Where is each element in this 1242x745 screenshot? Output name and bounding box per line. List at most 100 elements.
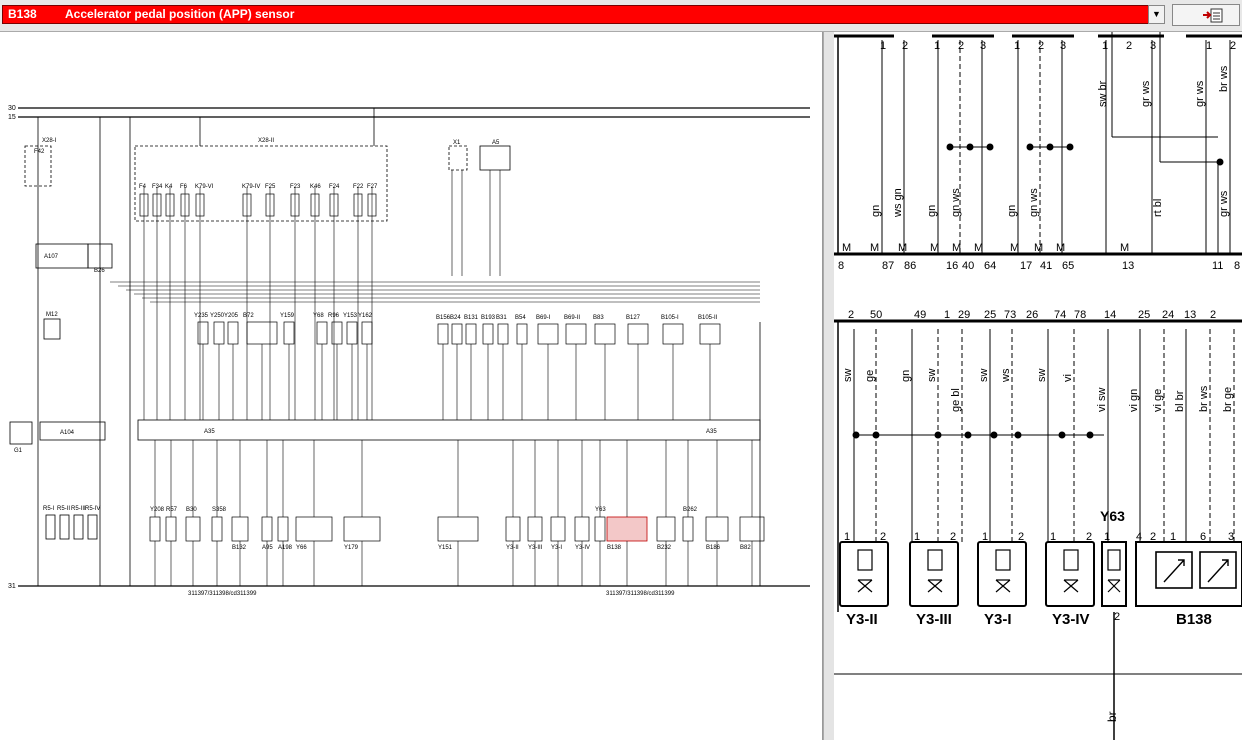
top-pin: 2 bbox=[902, 40, 908, 52]
pin-marker: M bbox=[974, 242, 983, 254]
top-pin: 3 bbox=[1150, 40, 1156, 52]
wire-color-label: gn ws bbox=[1028, 188, 1040, 217]
top-pin: 1 bbox=[880, 40, 886, 52]
junction-dot bbox=[872, 431, 880, 439]
valve-coil bbox=[927, 549, 943, 571]
bottom-pin: 8 bbox=[1234, 260, 1240, 272]
mid-pin: 1 bbox=[944, 309, 950, 321]
top-pin: 2 bbox=[1038, 40, 1044, 52]
wire-color-label: sw bbox=[978, 369, 990, 383]
mid-pin: 24 bbox=[1162, 309, 1174, 321]
component-box bbox=[550, 516, 566, 542]
mid-pin: 13 bbox=[1184, 309, 1196, 321]
comp-pin: 1 bbox=[1170, 531, 1176, 543]
component-box bbox=[346, 321, 358, 345]
fuse-box bbox=[310, 193, 320, 217]
component-name: Y3-I bbox=[984, 611, 1012, 628]
top-pin: 1 bbox=[934, 40, 940, 52]
wire-color-label: gr ws bbox=[1218, 190, 1230, 217]
component-label: Y205 bbox=[224, 313, 239, 319]
component-label: Y3-I bbox=[551, 545, 562, 551]
component-box bbox=[213, 321, 225, 345]
component-label: R57 bbox=[166, 507, 178, 513]
top-pin: 2 bbox=[958, 40, 964, 52]
component-box bbox=[516, 323, 528, 345]
component-label: Y250 bbox=[210, 313, 225, 319]
component-box bbox=[527, 516, 543, 542]
comp-pin: 2 bbox=[950, 531, 956, 543]
component-label: B30 bbox=[186, 507, 197, 513]
resistor-label: R5-III bbox=[71, 506, 86, 512]
top-pin: 3 bbox=[980, 40, 986, 52]
component-label: B69-II bbox=[564, 315, 580, 321]
chevron-down-icon: ▼ bbox=[1152, 9, 1161, 19]
component-title: Accelerator pedal position (APP) sensor bbox=[65, 7, 295, 21]
wire-color-label: gn bbox=[1006, 205, 1018, 217]
component-box bbox=[231, 516, 249, 542]
component-box bbox=[682, 516, 694, 542]
comp-pin: 1 bbox=[914, 531, 920, 543]
rail-label-15: 15 bbox=[8, 114, 16, 121]
wire-color-label: br ge bbox=[1222, 387, 1234, 412]
valve-icon bbox=[857, 579, 873, 593]
component-box bbox=[662, 323, 684, 345]
junction-dot bbox=[986, 143, 994, 151]
component-box bbox=[594, 516, 606, 542]
junction-dot bbox=[964, 431, 972, 439]
wire-color-label: ge bl bbox=[950, 388, 962, 412]
component-label: B105-I bbox=[661, 315, 679, 321]
fuse-box bbox=[180, 193, 190, 217]
fuse-box bbox=[353, 193, 363, 217]
valve-box bbox=[977, 541, 1027, 607]
rail-label-30: 30 bbox=[8, 105, 16, 112]
comp-pin: 2 bbox=[1018, 531, 1024, 543]
component-box bbox=[482, 323, 494, 345]
fuse-label: F6 bbox=[180, 184, 188, 190]
mid-pin: 49 bbox=[914, 309, 926, 321]
exit-button[interactable] bbox=[1172, 4, 1240, 26]
junction-dot bbox=[990, 431, 998, 439]
comp-pin: 6 bbox=[1200, 531, 1206, 543]
component-label: A95 bbox=[262, 545, 273, 551]
mid-pin: 2 bbox=[848, 309, 854, 321]
wire-color-label: gn ws bbox=[950, 188, 962, 217]
pin-marker: M bbox=[898, 242, 907, 254]
component-label: S358 bbox=[212, 507, 227, 513]
bottom-pin: 41 bbox=[1040, 260, 1052, 272]
component-label: B131 bbox=[464, 315, 479, 321]
junction-dot bbox=[1086, 431, 1094, 439]
component-name: Y3-II bbox=[846, 611, 878, 628]
sensor-arrow bbox=[1163, 559, 1185, 583]
label-b26: B26 bbox=[94, 268, 105, 274]
mid-pin: 29 bbox=[958, 309, 970, 321]
component-box bbox=[295, 516, 333, 542]
pin-marker: M bbox=[1120, 242, 1129, 254]
junction-dot bbox=[1014, 431, 1022, 439]
wire-color-label: vi ge bbox=[1152, 389, 1164, 412]
component-label: Y159 bbox=[280, 313, 295, 319]
fuse-label: K79-VI bbox=[195, 184, 214, 190]
overview-diagram[interactable]: 30 15 31 311397/311398/cd311399 311397/3… bbox=[0, 32, 823, 740]
valve-icon bbox=[1063, 579, 1079, 593]
label-a5: A5 bbox=[492, 140, 500, 146]
mid-pin: 50 bbox=[870, 309, 882, 321]
wire-color-label: bl br bbox=[1174, 390, 1186, 412]
component-label: B132 bbox=[232, 545, 247, 551]
component-box bbox=[316, 321, 328, 345]
junction-dot bbox=[1046, 143, 1054, 151]
component-box bbox=[227, 321, 239, 345]
fuse-box bbox=[367, 193, 377, 217]
component-label: Y151 bbox=[438, 545, 453, 551]
comp-pin: 3 bbox=[1228, 531, 1234, 543]
dropdown-button[interactable]: ▼ bbox=[1148, 5, 1165, 24]
component-label: A198 bbox=[278, 545, 293, 551]
fuse-box bbox=[329, 193, 339, 217]
component-box bbox=[574, 516, 590, 542]
valve-icon bbox=[1107, 579, 1121, 593]
component-box bbox=[211, 516, 223, 542]
pin-marker: M bbox=[842, 242, 851, 254]
fuse-label: F4 bbox=[139, 184, 147, 190]
component-selector[interactable]: B138 Accelerator pedal position (APP) se… bbox=[2, 5, 1165, 24]
fuse-label: F25 bbox=[265, 184, 276, 190]
